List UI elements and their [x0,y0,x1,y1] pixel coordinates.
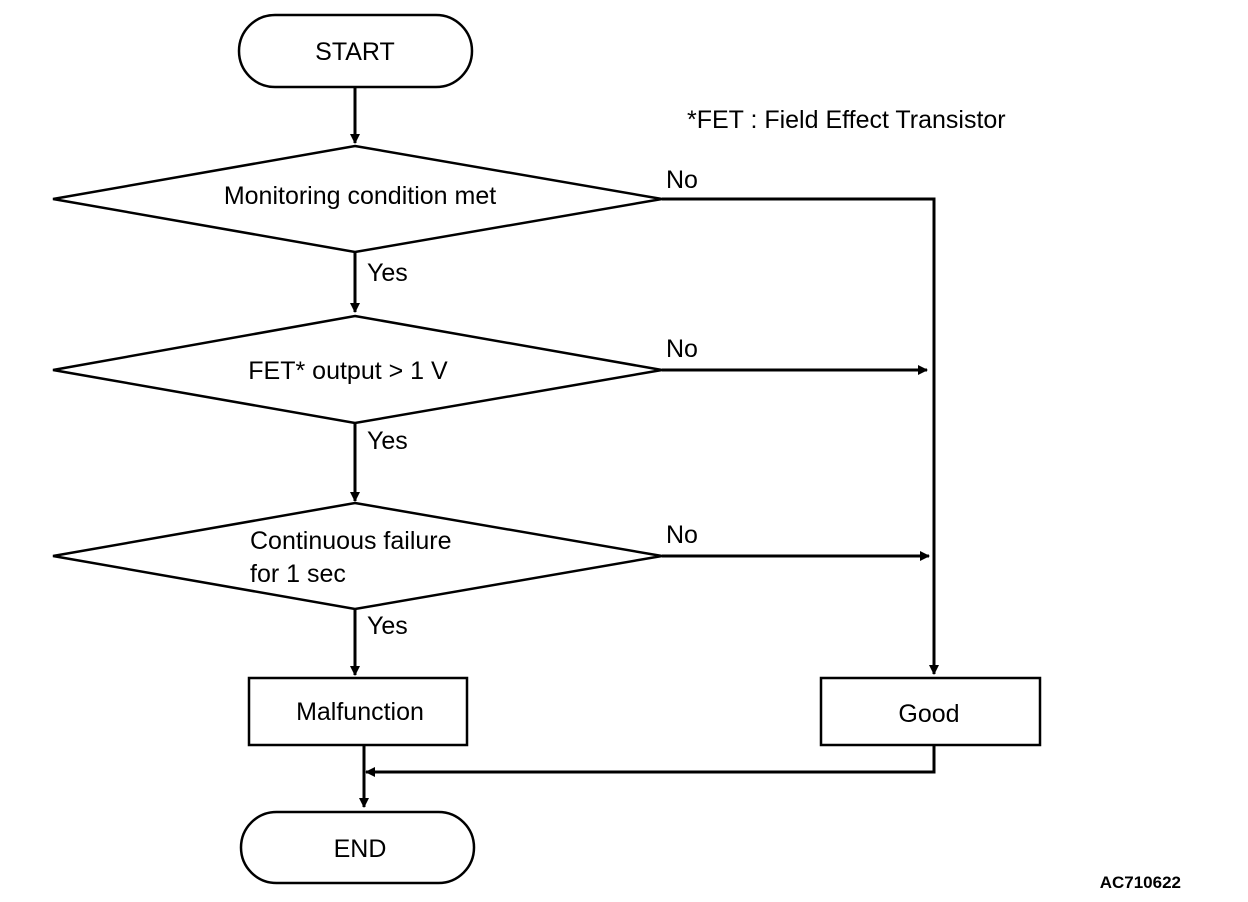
decision2-no-label: No [666,335,698,363]
decision2-label: FET* output > 1 V [248,357,448,385]
malfunction-label: Malfunction [296,698,424,726]
decision3-no-label: No [666,521,698,549]
connector-decision1-no [662,197,939,675]
decision3-label-line2: for 1 sec [250,560,346,588]
decision1-no-label: No [666,166,698,194]
decision-continuous-failure: Continuous failure for 1 sec [52,501,663,611]
good-label: Good [898,700,959,728]
decision-monitoring-condition: Monitoring condition met [52,144,663,254]
start-label: START [315,38,395,66]
decision1-label: Monitoring condition met [224,182,496,210]
footnote: *FET : Field Effect Transistor [687,106,1006,134]
decision-fet-output: FET* output > 1 V [52,314,663,425]
end-label: END [334,835,387,863]
connector-good-to-merge [365,745,936,777]
malfunction-box: Malfunction [247,676,469,747]
decision3-label-line1: Continuous failure [250,527,452,555]
end-terminator: END [239,810,476,885]
diagram-code: AC710622 [1100,873,1181,892]
decision1-yes-label: Yes [367,259,408,287]
start-terminator: START [237,13,474,89]
decision2-yes-label: Yes [367,427,408,455]
decision3-yes-label: Yes [367,612,408,640]
good-box: Good [819,676,1042,747]
